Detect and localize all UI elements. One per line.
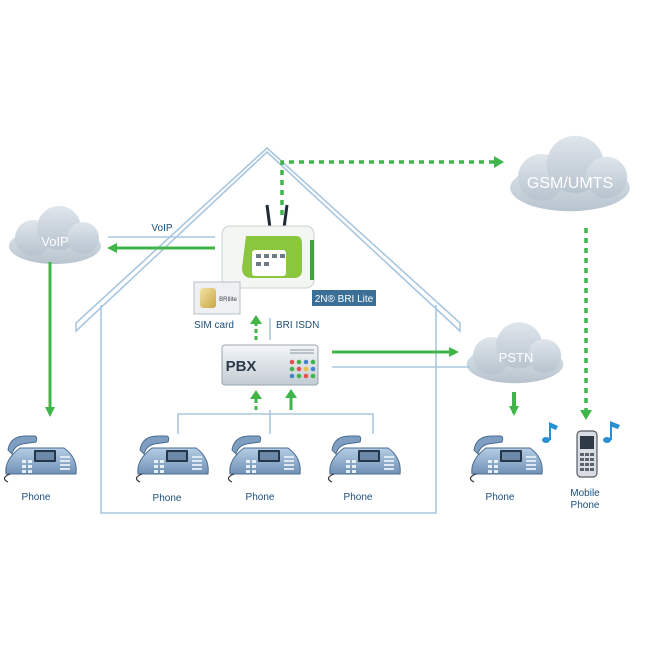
- gsm-to-mobile-arrowhead: [580, 410, 592, 420]
- bri-dotted-arrowhead: [250, 315, 262, 324]
- internal-phone-3: [327, 435, 401, 483]
- internal-phone-2: [227, 435, 301, 483]
- bri-isdn-label: BRI ISDN: [276, 320, 319, 331]
- phones-to-pbx-dotted-arrowhead: [250, 390, 262, 399]
- sim-card-label: SIM card: [194, 320, 234, 331]
- internal-phone-3-label: Phone: [344, 492, 373, 503]
- gsm-umts-cloud: [510, 135, 630, 212]
- internal-phone-2-label: Phone: [246, 492, 275, 503]
- pbx-device: [221, 344, 319, 386]
- music-note-icon: [603, 421, 620, 443]
- gateway-badge: [312, 290, 376, 306]
- voip-phone-label: Phone: [22, 492, 51, 503]
- voip-phone: [3, 435, 77, 483]
- music-note-icon: [542, 422, 558, 443]
- internal-phone-1-label: Phone: [153, 493, 182, 504]
- house-outline: [75, 146, 461, 514]
- pbx-label: PBX: [226, 358, 257, 375]
- gsm-umts-cloud-label: GSM/UMTS: [527, 175, 613, 192]
- mobile-phone-label-line2: Phone: [571, 500, 600, 511]
- pstn-phone-label: Phone: [486, 492, 515, 503]
- gateway-badge-label: 2N® BRI Lite: [315, 294, 374, 305]
- voip-cloud-label: VoIP: [41, 234, 68, 249]
- voip-link-label: VoIP: [151, 223, 172, 234]
- internal-phone-bus: [177, 410, 374, 434]
- voip-cloud: VoIP: [9, 206, 101, 264]
- gsm-dotted-link: [280, 160, 495, 215]
- pstn-cloud-label: PSTN: [499, 350, 534, 365]
- phones-to-pbx-solid-arrowhead: [285, 389, 297, 398]
- internal-phone-1: [135, 435, 209, 483]
- pstn-phone: [469, 435, 543, 483]
- mobile-phone-icon: [576, 430, 598, 478]
- gateway-device: [221, 204, 315, 289]
- gsm-dotted-arrowhead: [494, 156, 504, 168]
- sim-brand-mark: BRIlite: [219, 297, 237, 303]
- sim-card: BRIlite: [193, 281, 241, 315]
- mobile-phone-label-line1: Mobile: [570, 488, 600, 499]
